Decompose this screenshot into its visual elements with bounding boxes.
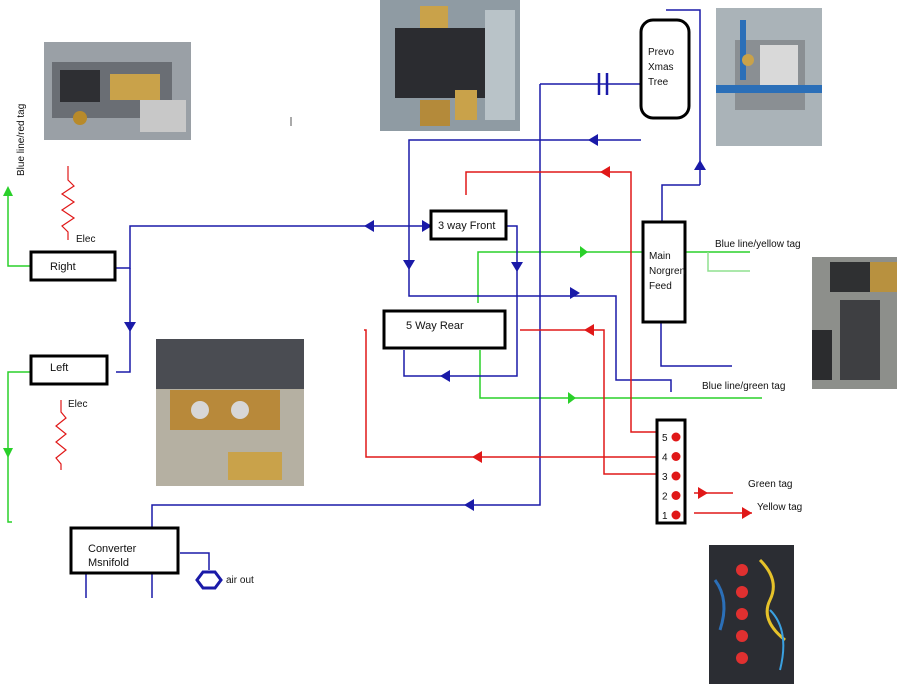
blue-arrow-right-b <box>422 220 432 232</box>
blue-line-to-prevo <box>408 139 641 226</box>
converter-line2: Msnifold <box>88 557 129 569</box>
red-lines <box>364 171 752 514</box>
blue-arrow-right-main <box>570 287 580 299</box>
right-valve-label: Right <box>50 261 76 273</box>
red-line-three <box>520 329 664 475</box>
terminal-number-5: 5 <box>662 433 668 444</box>
terminal-dot-4 <box>671 452 681 461</box>
green-line-green-tag <box>479 350 762 399</box>
blue-lines <box>85 9 732 598</box>
three-way-front-box: 3 way Front <box>429 209 508 241</box>
blue-red-tag-label: Blue line/red tag <box>16 104 27 176</box>
terminal-dot-2 <box>671 491 681 500</box>
photo-brass-manifold <box>156 339 304 486</box>
terminal-number-2: 2 <box>662 492 668 503</box>
green-arrow-up <box>3 186 13 196</box>
terminal-block: 5 4 3 2 1 <box>655 418 687 525</box>
terminal-dot-5 <box>671 432 681 442</box>
right-valve-box: Right <box>29 250 117 282</box>
red-arrows <box>472 166 752 519</box>
blue-line-main-loop <box>408 226 672 392</box>
terminal-dot-1 <box>671 510 681 520</box>
green-tag-label: Green tag <box>748 479 792 490</box>
blue-line-air-out <box>180 552 210 570</box>
blue-line-converter <box>151 84 541 530</box>
photo-solenoid-valve-top <box>380 0 520 131</box>
green-arrow-down <box>3 448 13 458</box>
green-line-right-up <box>7 192 33 267</box>
red-arrow-left-top <box>600 166 610 178</box>
red-arrow-right-yellow <box>742 507 752 519</box>
main-line2: Norgren <box>649 266 685 277</box>
blue-arrow-down-front <box>511 262 523 272</box>
blue-arrow-left-a <box>364 220 374 232</box>
blue-arrow-down-mid <box>403 260 415 270</box>
blue-arrows <box>124 134 706 511</box>
red-line-four <box>364 329 664 458</box>
green-line-left-down <box>7 371 33 523</box>
main-line3: Feed <box>649 281 672 292</box>
left-valve-label: Left <box>50 362 68 374</box>
check-valve-symbol <box>597 73 609 95</box>
blue-arrow-left-prevo <box>588 134 598 146</box>
yellow-tag-label: Yellow tag <box>757 502 802 513</box>
elec-zigzag-top <box>60 166 76 240</box>
air-out-fitting-icon <box>195 570 223 590</box>
prevo-line2: Xmas <box>648 62 674 73</box>
elec-zigzag-bottom <box>55 400 67 470</box>
main-line1: Main <box>649 251 671 262</box>
green-line-yellow-tag-branch <box>707 252 750 272</box>
blue-line-right-to-front <box>116 225 430 269</box>
blue-line-main-bottom <box>660 322 732 367</box>
terminal-number-4: 4 <box>662 453 668 464</box>
prevo-xmas-tree-box: Prevo Xmas Tree <box>639 18 691 120</box>
left-valve-box: Left <box>29 354 109 386</box>
elec-label-bottom: Elec <box>68 399 87 410</box>
terminal-number-1: 1 <box>662 511 668 522</box>
green-arrow-right-upper <box>580 246 588 258</box>
blue-yellow-tag-label: Blue line/yellow tag <box>715 239 801 250</box>
blue-line-left-to-right <box>116 268 131 373</box>
photo-terminal-wiring <box>709 545 794 684</box>
blue-line-main-top <box>661 184 700 222</box>
main-norgren-feed-box: Main Norgren Feed <box>641 220 687 324</box>
terminal-dot-3 <box>671 471 681 481</box>
blue-green-tag-label: Blue line/green tag <box>702 381 785 392</box>
prevo-line3: Tree <box>648 77 669 88</box>
three-way-front-label: 3 way Front <box>438 220 495 232</box>
blue-line-front-to-rear <box>403 225 518 377</box>
red-arrow-right-green <box>698 487 708 499</box>
elec-label-top: Elec <box>76 234 95 245</box>
terminal-number-3: 3 <box>662 472 668 483</box>
blue-arrow-up-prevo <box>694 160 706 170</box>
blue-line-prevo-top <box>666 9 701 185</box>
blue-arrow-left-rear <box>440 370 450 382</box>
blue-arrow-down-left <box>124 322 136 332</box>
red-line-five <box>465 171 657 433</box>
five-way-rear-box: 5 Way Rear <box>382 309 507 350</box>
photo-valve-block-top-left <box>44 42 191 140</box>
photo-norgren-regulator <box>812 257 897 389</box>
prevo-line1: Prevo <box>648 47 675 58</box>
red-arrow-left-mid <box>584 324 594 336</box>
red-arrow-left-bottom <box>472 451 482 463</box>
converter-manifold-box: Converter Msnifold <box>69 526 180 575</box>
photo-xmas-tree-fittings <box>716 8 822 146</box>
five-way-rear-label: 5 Way Rear <box>406 320 464 332</box>
blue-arrow-left-converter <box>464 499 474 511</box>
air-out-label: air out <box>226 575 254 586</box>
converter-line1: Converter <box>88 543 137 555</box>
green-arrow-right-lower <box>568 392 576 404</box>
